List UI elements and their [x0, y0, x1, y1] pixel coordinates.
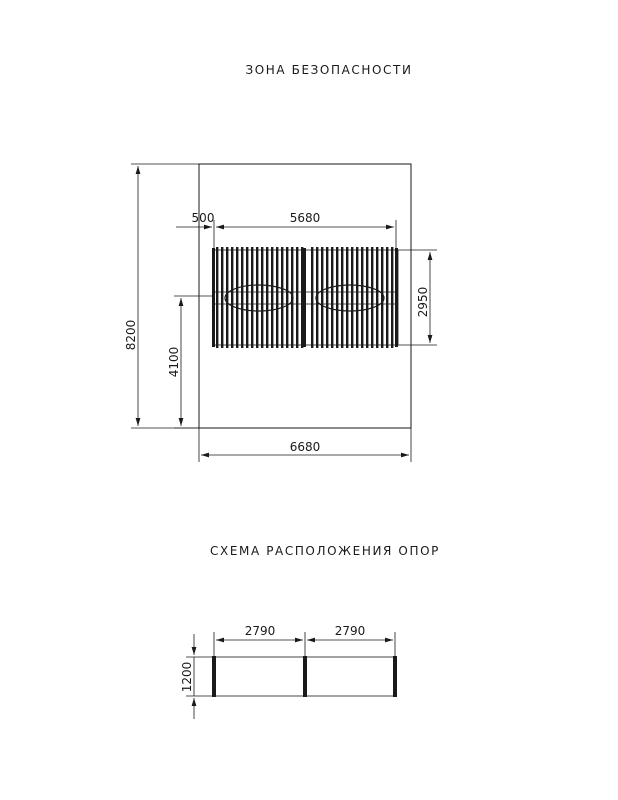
bench-slat: [296, 247, 299, 348]
dimension-span-2: 2790: [335, 624, 366, 638]
bench-slat: [226, 247, 229, 348]
bench-slat: [346, 247, 349, 348]
dimension-offset: 500: [192, 211, 215, 225]
bench-slat: [331, 247, 334, 348]
bench-slat: [246, 247, 249, 348]
bench-slat: [351, 247, 354, 348]
bench-slat: [321, 247, 324, 348]
bench-slat: [356, 247, 359, 348]
support-middle: [303, 656, 307, 697]
bench-slat: [376, 247, 379, 348]
bench-slat: [231, 247, 234, 348]
bench-slat: [256, 247, 259, 348]
bench-slat: [361, 247, 364, 348]
bench-slat: [366, 247, 369, 348]
dimension-depth: 2950: [416, 287, 430, 318]
dimension-width: 1200: [180, 662, 194, 693]
bench-slat: [286, 247, 289, 348]
bench-slat: [251, 247, 254, 348]
dimension-span-1: 2790: [245, 624, 276, 638]
bench-slat: [241, 247, 244, 348]
bench-top-view: [212, 247, 399, 348]
bench-slat: [326, 247, 329, 348]
bench-slat: [381, 247, 384, 348]
bench-slat: [236, 247, 239, 348]
bench-slat: [316, 247, 319, 348]
support-right: [393, 656, 397, 697]
bench-slat: [341, 247, 344, 348]
dimension-inner-height: 4100: [167, 347, 181, 378]
bench-slat: [266, 247, 269, 348]
dimension-length: 5680: [290, 211, 321, 225]
bench-slat: [281, 247, 284, 348]
supports-scheme-title: СХЕМА РАСПОЛОЖЕНИЯ ОПОР: [210, 544, 440, 558]
dimension-total-height: 8200: [124, 320, 138, 351]
supports-scheme-drawing: 2790 2790 1200: [180, 624, 397, 719]
safety-zone-drawing: 8200 4100 6680 500 5680 2950: [124, 163, 437, 462]
dimension-total-width: 6680: [290, 440, 321, 454]
bench-slat: [276, 247, 279, 348]
bench-slat: [336, 247, 339, 348]
support-left: [212, 656, 216, 697]
bench-slats: [216, 247, 394, 348]
bench-slat: [216, 247, 219, 348]
bench-slat: [271, 247, 274, 348]
bench-slat: [371, 247, 374, 348]
bench-slat: [261, 247, 264, 348]
bench-slat: [221, 247, 224, 348]
bench-slat: [291, 247, 294, 348]
bench-slat: [386, 247, 389, 348]
bench-slat: [311, 247, 314, 348]
bench-slat: [391, 247, 394, 348]
safety-zone-title: ЗОНА БЕЗОПАСНОСТИ: [245, 63, 413, 77]
bench-slat: [301, 247, 304, 348]
